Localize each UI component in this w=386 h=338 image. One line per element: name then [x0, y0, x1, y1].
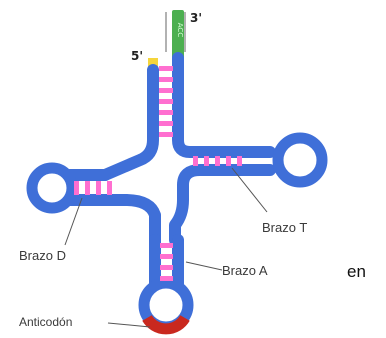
five-prime-label: 5'	[131, 49, 143, 63]
anticodon-leader	[108, 323, 150, 327]
anticodon-label: Anticodón	[19, 315, 72, 329]
anticodon-stem-pair	[160, 276, 173, 281]
t-arm-pair	[226, 156, 231, 166]
t-arm-pair	[204, 156, 209, 166]
acceptor-pair	[159, 132, 173, 137]
acceptor-left-strand	[105, 70, 153, 175]
a-arm-label: Brazo A	[222, 263, 268, 278]
acceptor-pair	[159, 66, 173, 71]
t-arm-label: Brazo T	[262, 220, 307, 235]
t-loop	[278, 138, 322, 182]
t-arm-pair	[215, 156, 220, 166]
d-arm-pair	[85, 181, 90, 195]
d-arm-pair	[107, 181, 112, 195]
anticodon-stem-pair	[160, 254, 173, 259]
d-arm-lower	[70, 200, 155, 240]
d-arm-label: Brazo D	[19, 248, 66, 263]
three-prime-label: 3'	[190, 11, 202, 25]
a-arm-leader	[186, 262, 222, 270]
acceptor-sequence: ACC	[176, 23, 184, 38]
t-arm-pair	[237, 156, 242, 166]
acceptor-pair	[159, 88, 173, 93]
anticodon-stem-pair	[160, 265, 173, 270]
t-arm-pair	[193, 156, 198, 166]
acceptor-pair	[159, 110, 173, 115]
acceptor-pair	[159, 121, 173, 126]
side-text: en	[347, 262, 366, 282]
acceptor-right-strand	[178, 58, 270, 152]
t-arm-lower	[175, 170, 270, 240]
d-arm-pair	[96, 181, 101, 195]
acceptor-pair	[159, 77, 173, 82]
anticodon-stem-pair	[160, 243, 173, 248]
d-loop	[32, 168, 72, 208]
d-arm-pair	[74, 181, 79, 195]
acceptor-pair	[159, 99, 173, 104]
